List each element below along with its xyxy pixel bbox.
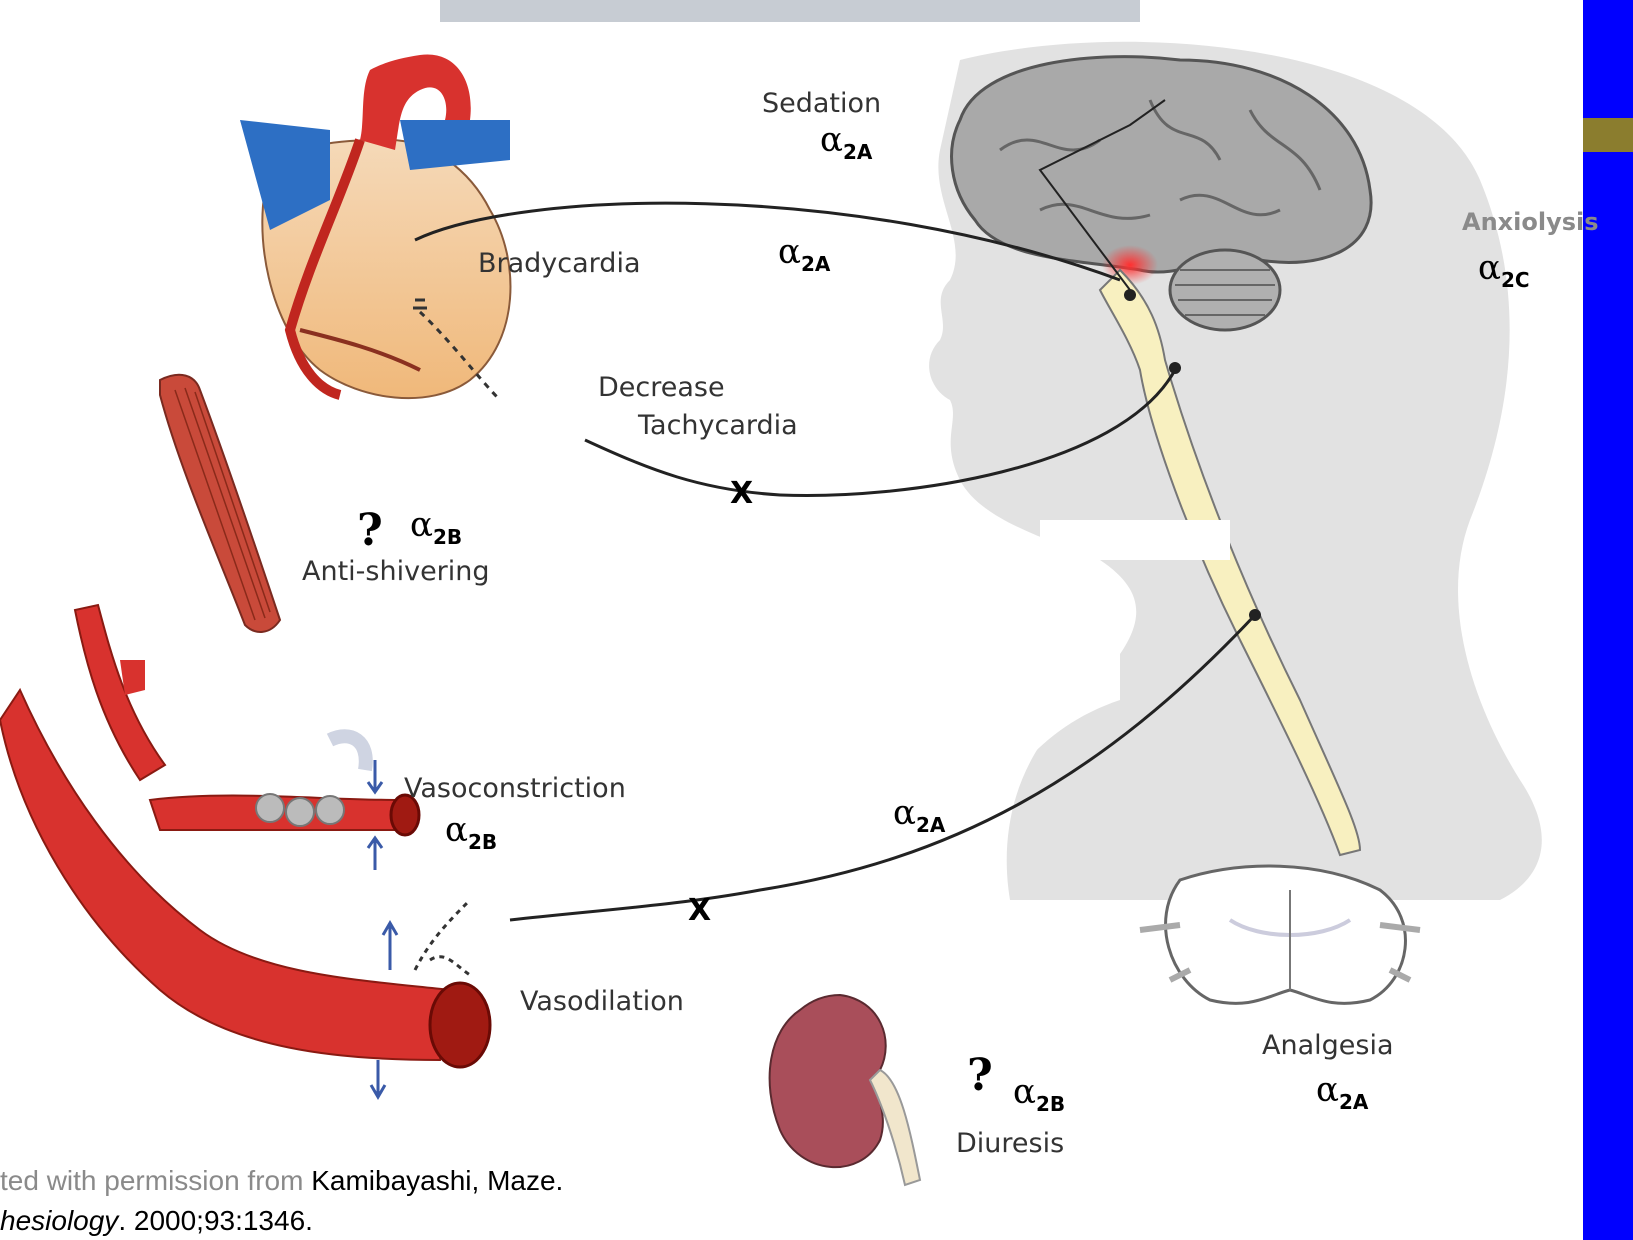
down-arrow-dilation xyxy=(371,1060,385,1097)
heart xyxy=(240,54,510,400)
muscle xyxy=(160,375,280,632)
diuresis-receptor: α2B xyxy=(1013,1072,1065,1116)
vasoconstriction-receptor: α2B xyxy=(445,810,497,854)
analgesia-label: Analgesia xyxy=(1262,1030,1394,1061)
up-arrow-dilation xyxy=(383,923,397,970)
right-blue-bar xyxy=(1583,0,1633,1240)
vasodilation-label: Vasodilation xyxy=(520,986,684,1017)
pulmonary-vein xyxy=(400,120,510,170)
shivering-unknown-marker: ? xyxy=(357,505,383,556)
sedation-label: Sedation xyxy=(762,88,881,119)
kidney xyxy=(770,995,920,1185)
right-olive-stripe xyxy=(1583,118,1633,152)
up-arrow xyxy=(368,838,382,870)
bradycardia-receptor: α2A xyxy=(778,232,830,276)
bradycardia-label: Bradycardia xyxy=(478,248,641,279)
tachycardia-label: Tachycardia xyxy=(638,410,798,441)
anxiolysis-label: Anxiolysis xyxy=(1462,208,1599,236)
top-banner-fade xyxy=(440,0,1140,22)
diuresis-label: Diuresis xyxy=(956,1128,1064,1159)
anxiolysis-receptor: α2C xyxy=(1478,248,1530,292)
white-patch xyxy=(1040,520,1230,560)
branch-artery xyxy=(75,605,165,780)
sedation-receptor: α2A xyxy=(820,120,872,164)
vasoconstriction-label: Vasoconstriction xyxy=(404,773,626,804)
cerebellum xyxy=(1170,250,1280,330)
diuresis-unknown-marker: ? xyxy=(967,1050,993,1101)
tachycardia-block-marker: X xyxy=(730,476,753,511)
shivering-receptor: α2B xyxy=(410,505,462,549)
citation-line-2: hesiology. 2000;93:1346. xyxy=(0,1205,313,1237)
decrease-label: Decrease xyxy=(598,372,725,403)
vascular-nerve-receptor: α2A xyxy=(893,793,945,837)
anti-shivering-label: Anti-shivering xyxy=(302,556,490,587)
analgesia-receptor: α2A xyxy=(1316,1070,1368,1114)
citation-line-1: ted with permission from Kamibayashi, Ma… xyxy=(0,1165,563,1197)
vascular-block-marker: X xyxy=(688,893,711,928)
